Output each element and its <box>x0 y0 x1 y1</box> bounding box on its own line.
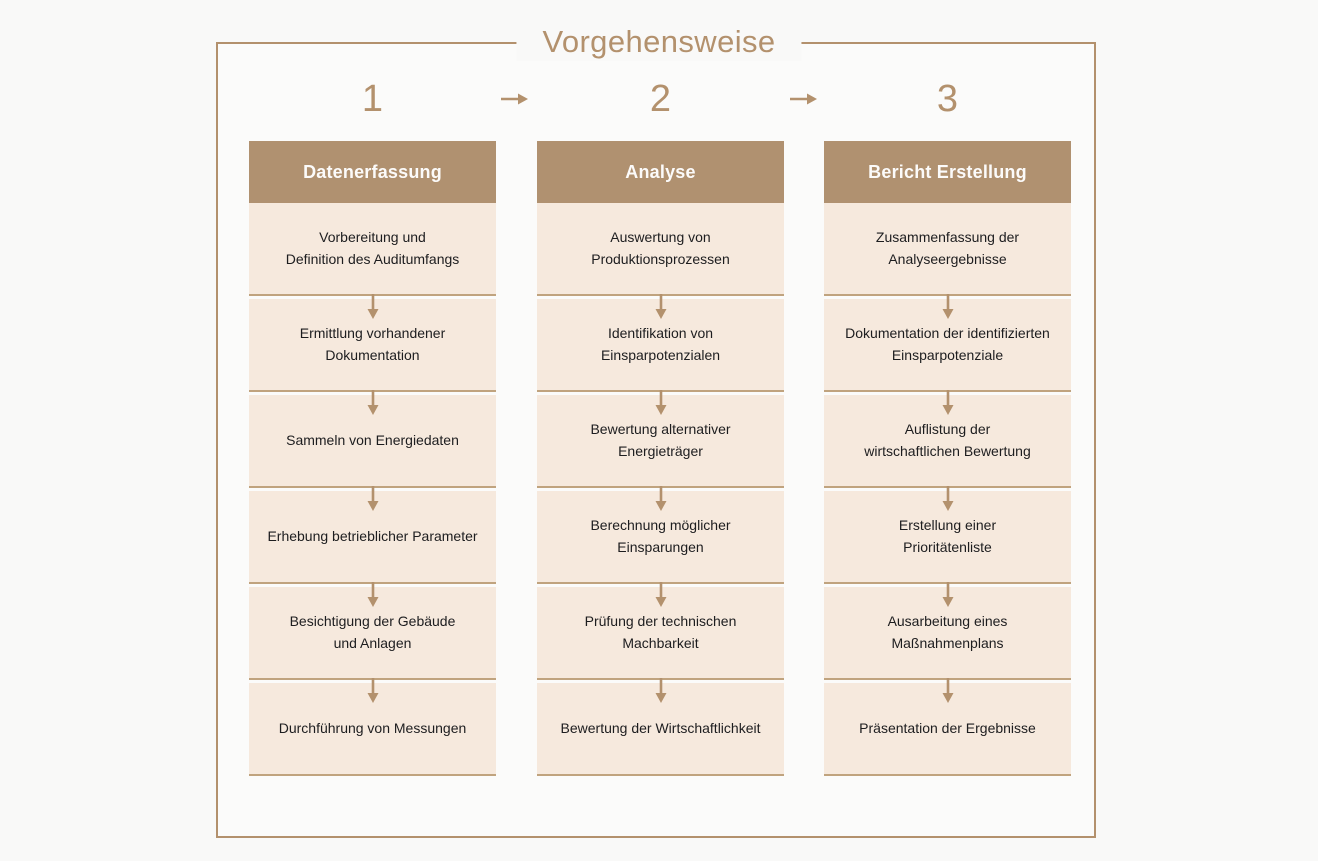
step-number-2: 2 <box>649 78 672 120</box>
down-arrow-icon <box>367 678 378 703</box>
step-box: Sammeln von Energiedaten <box>249 390 496 488</box>
step-label: Bewertung alternativer Energieträger <box>590 420 731 459</box>
step-box: Auswertung von Produktionsprozessen <box>537 203 784 296</box>
step-box: Besichtigung der Gebäude und Anlagen <box>249 582 496 680</box>
down-arrow-icon <box>655 294 666 319</box>
step-label: Präsentation der Ergebnisse <box>859 719 1036 736</box>
step-box: Dokumentation der identifizierten Einspa… <box>824 294 1071 392</box>
down-arrow-icon <box>942 678 953 703</box>
step-box: Berechnung möglicher Einsparungen <box>537 486 784 584</box>
step-label: Erstellung einer Prioritätenliste <box>898 516 997 555</box>
step-label: Dokumentation der identifizierten Einspa… <box>845 324 1050 363</box>
down-arrow-icon <box>655 486 666 511</box>
step-label: Ausarbeitung eines Maßnahmenplans <box>887 612 1008 651</box>
right-arrow-icon <box>501 93 528 105</box>
down-arrow-icon <box>655 390 666 415</box>
down-arrow-icon <box>655 582 666 607</box>
step-box: Vorbereitung und Definition des Auditumf… <box>249 203 496 296</box>
down-arrow-icon <box>942 582 953 607</box>
step-box: Durchführung von Messungen <box>249 678 496 776</box>
step-label: Berechnung möglicher Einsparungen <box>590 516 731 555</box>
column-header: Analyse <box>537 141 784 203</box>
step-label: Besichtigung der Gebäude und Anlagen <box>289 612 456 651</box>
step-box: Identifikation von Einsparpotenzialen <box>537 294 784 392</box>
column-header: Datenerfassung <box>249 141 496 203</box>
down-arrow-icon <box>367 294 378 319</box>
step-label: Identifikation von Einsparpotenzialen <box>600 324 721 363</box>
step-box: Prüfung der technischen Machbarkeit <box>537 582 784 680</box>
step-label: Zusammenfassung der Analyseergebnisse <box>875 228 1020 267</box>
step-box: Erhebung betrieblicher Parameter <box>249 486 496 584</box>
step-label: Bewertung der Wirtschaftlichkeit <box>560 719 761 736</box>
column-analyse: Analyse Auswertung von Produktionsprozes… <box>537 141 784 776</box>
step-label: Auflistung der wirtschaftlichen Bewertun… <box>864 420 1031 459</box>
diagram-title: Vorgehensweise <box>516 23 802 61</box>
step-label: Vorbereitung und Definition des Auditumf… <box>285 228 460 267</box>
down-arrow-icon <box>367 582 378 607</box>
step-box: Zusammenfassung der Analyseergebnisse <box>824 203 1071 296</box>
step-label: Durchführung von Messungen <box>278 719 467 736</box>
down-arrow-icon <box>367 390 378 415</box>
step-box: Ausarbeitung eines Maßnahmenplans <box>824 582 1071 680</box>
step-box: Ermittlung vorhandener Dokumentation <box>249 294 496 392</box>
step-box: Bewertung der Wirtschaftlichkeit <box>537 678 784 776</box>
step-number-3: 3 <box>936 78 959 120</box>
down-arrow-icon <box>367 486 378 511</box>
step-label: Prüfung der technischen Machbarkeit <box>584 612 737 651</box>
step-box: Auflistung der wirtschaftlichen Bewertun… <box>824 390 1071 488</box>
step-label: Erhebung betrieblicher Parameter <box>267 527 478 544</box>
right-arrow-icon <box>790 93 817 105</box>
column-bericht-erstellung: Bericht Erstellung Zusammenfassung der A… <box>824 141 1071 776</box>
step-label: Ermittlung vorhandener Dokumentation <box>299 324 446 363</box>
step-number-1: 1 <box>361 78 384 120</box>
step-box: Bewertung alternativer Energieträger <box>537 390 784 488</box>
column-datenerfassung: Datenerfassung Vorbereitung und Definiti… <box>249 141 496 776</box>
down-arrow-icon <box>942 486 953 511</box>
step-label: Auswertung von Produktionsprozessen <box>591 228 730 267</box>
step-label: Sammeln von Energiedaten <box>286 431 459 448</box>
down-arrow-icon <box>942 390 953 415</box>
down-arrow-icon <box>942 294 953 319</box>
step-box: Präsentation der Ergebnisse <box>824 678 1071 776</box>
step-box: Erstellung einer Prioritätenliste <box>824 486 1071 584</box>
down-arrow-icon <box>655 678 666 703</box>
column-header: Bericht Erstellung <box>824 141 1071 203</box>
